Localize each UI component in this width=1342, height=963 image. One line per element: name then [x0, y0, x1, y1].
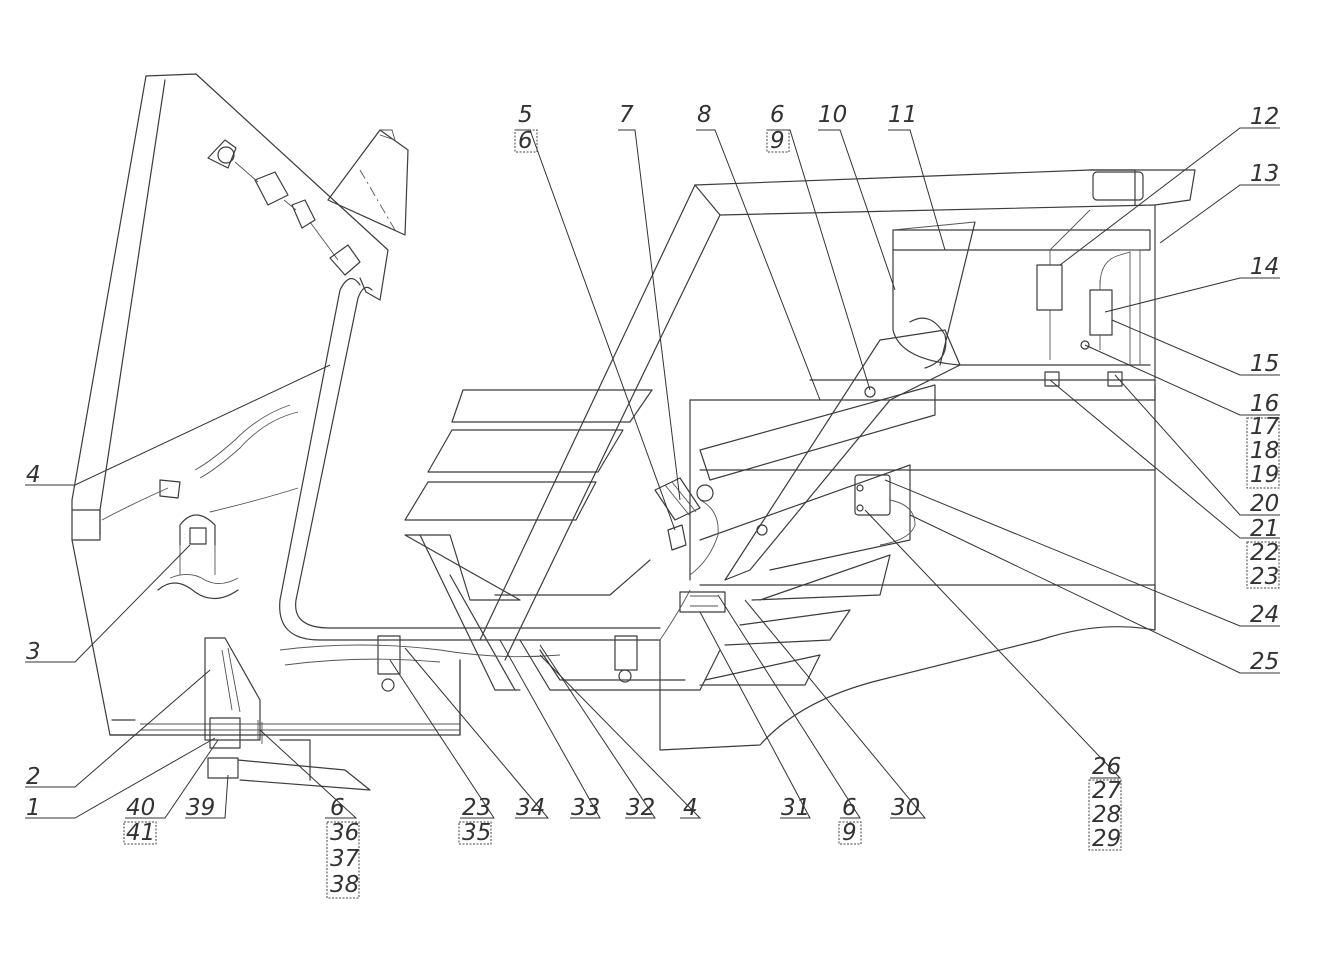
callout-37: 37: [330, 846, 360, 872]
callout-9-box: [838, 821, 862, 845]
callout-8: 8: [697, 102, 712, 128]
callout-18: 18: [1250, 438, 1279, 464]
fuse-box: [654, 477, 719, 576]
callout-41: 41: [126, 820, 155, 846]
callout-36: 36: [330, 820, 359, 846]
callout-21: 21: [1250, 516, 1279, 542]
fuse-holders: [1036, 209, 1141, 365]
callout-4-bottom: 4: [683, 795, 698, 821]
callout-9-top-box: [766, 129, 790, 153]
callout-4-left: 4: [26, 462, 41, 488]
callout-19: 19: [1250, 462, 1279, 488]
pedal-switch: [204, 637, 371, 791]
bolts: [1044, 340, 1123, 387]
relay-unit: [854, 474, 916, 546]
callout-39: 39: [186, 795, 215, 821]
callout-22: 22: [1250, 540, 1279, 566]
callout-36-38-box: [326, 821, 360, 899]
bracket: [679, 591, 726, 613]
callout-35-box: [458, 821, 492, 845]
sensor-3: [157, 514, 239, 600]
callout-6-box: [514, 129, 538, 153]
callout-22-23-box: [1246, 541, 1280, 589]
cab-door-frame: [71, 73, 461, 736]
callout-27-29-box: [1088, 779, 1122, 851]
callout-1: 1: [26, 795, 41, 821]
callout-30: 30: [891, 795, 920, 821]
callout-5: 5: [518, 102, 533, 128]
wiper-assembly: [207, 129, 409, 276]
callout-9-top: 9: [770, 128, 785, 154]
callout-38: 38: [330, 872, 359, 898]
callout-20: 20: [1250, 491, 1279, 517]
callout-7: 7: [619, 102, 634, 128]
callout-2: 2: [26, 764, 41, 790]
callout-14: 14: [1250, 254, 1279, 280]
callout-24: 24: [1250, 602, 1279, 628]
callout-31: 31: [781, 795, 810, 821]
callout-6-top: 6: [770, 102, 785, 128]
callout-11: 11: [888, 102, 917, 128]
callout-34: 34: [516, 795, 545, 821]
seat: [404, 389, 721, 691]
callout-41-box: [123, 821, 157, 845]
callout-9-bottom: 9: [842, 820, 857, 846]
callout-10: 10: [818, 102, 847, 128]
cable-harness: [101, 278, 661, 641]
leader-lines: [25, 127, 1280, 819]
callout-6-top-left: 6: [518, 128, 533, 154]
callout-16: 16: [1250, 391, 1279, 417]
callout-labels: 4 3 2 1 40 41 39 6 36 37 38 23 35 34 33 …: [26, 102, 1280, 899]
callout-40: 40: [126, 795, 155, 821]
callout-29: 29: [1092, 826, 1121, 852]
bottom-cable: [279, 589, 691, 666]
callout-15: 15: [1250, 351, 1279, 377]
lever-plates: [699, 329, 961, 686]
clamps: [377, 635, 638, 692]
callout-33: 33: [571, 795, 600, 821]
battery-box: [892, 221, 1151, 369]
callout-17-19-box: [1246, 417, 1280, 489]
callout-6-bottom-left: 6: [330, 795, 345, 821]
callout-13: 13: [1250, 161, 1279, 187]
callout-12: 12: [1250, 104, 1279, 130]
callout-25: 25: [1250, 649, 1279, 675]
callout-6-bottom: 6: [842, 795, 857, 821]
callout-27: 27: [1092, 778, 1122, 804]
callout-28: 28: [1092, 802, 1121, 828]
callout-3: 3: [26, 639, 41, 665]
callout-32: 32: [626, 795, 655, 821]
callout-23-bottom: 23: [462, 795, 491, 821]
callout-26: 26: [1092, 754, 1121, 780]
cabinet-body: [479, 169, 1196, 751]
callout-35: 35: [462, 820, 491, 846]
callout-23-right: 23: [1250, 564, 1279, 590]
